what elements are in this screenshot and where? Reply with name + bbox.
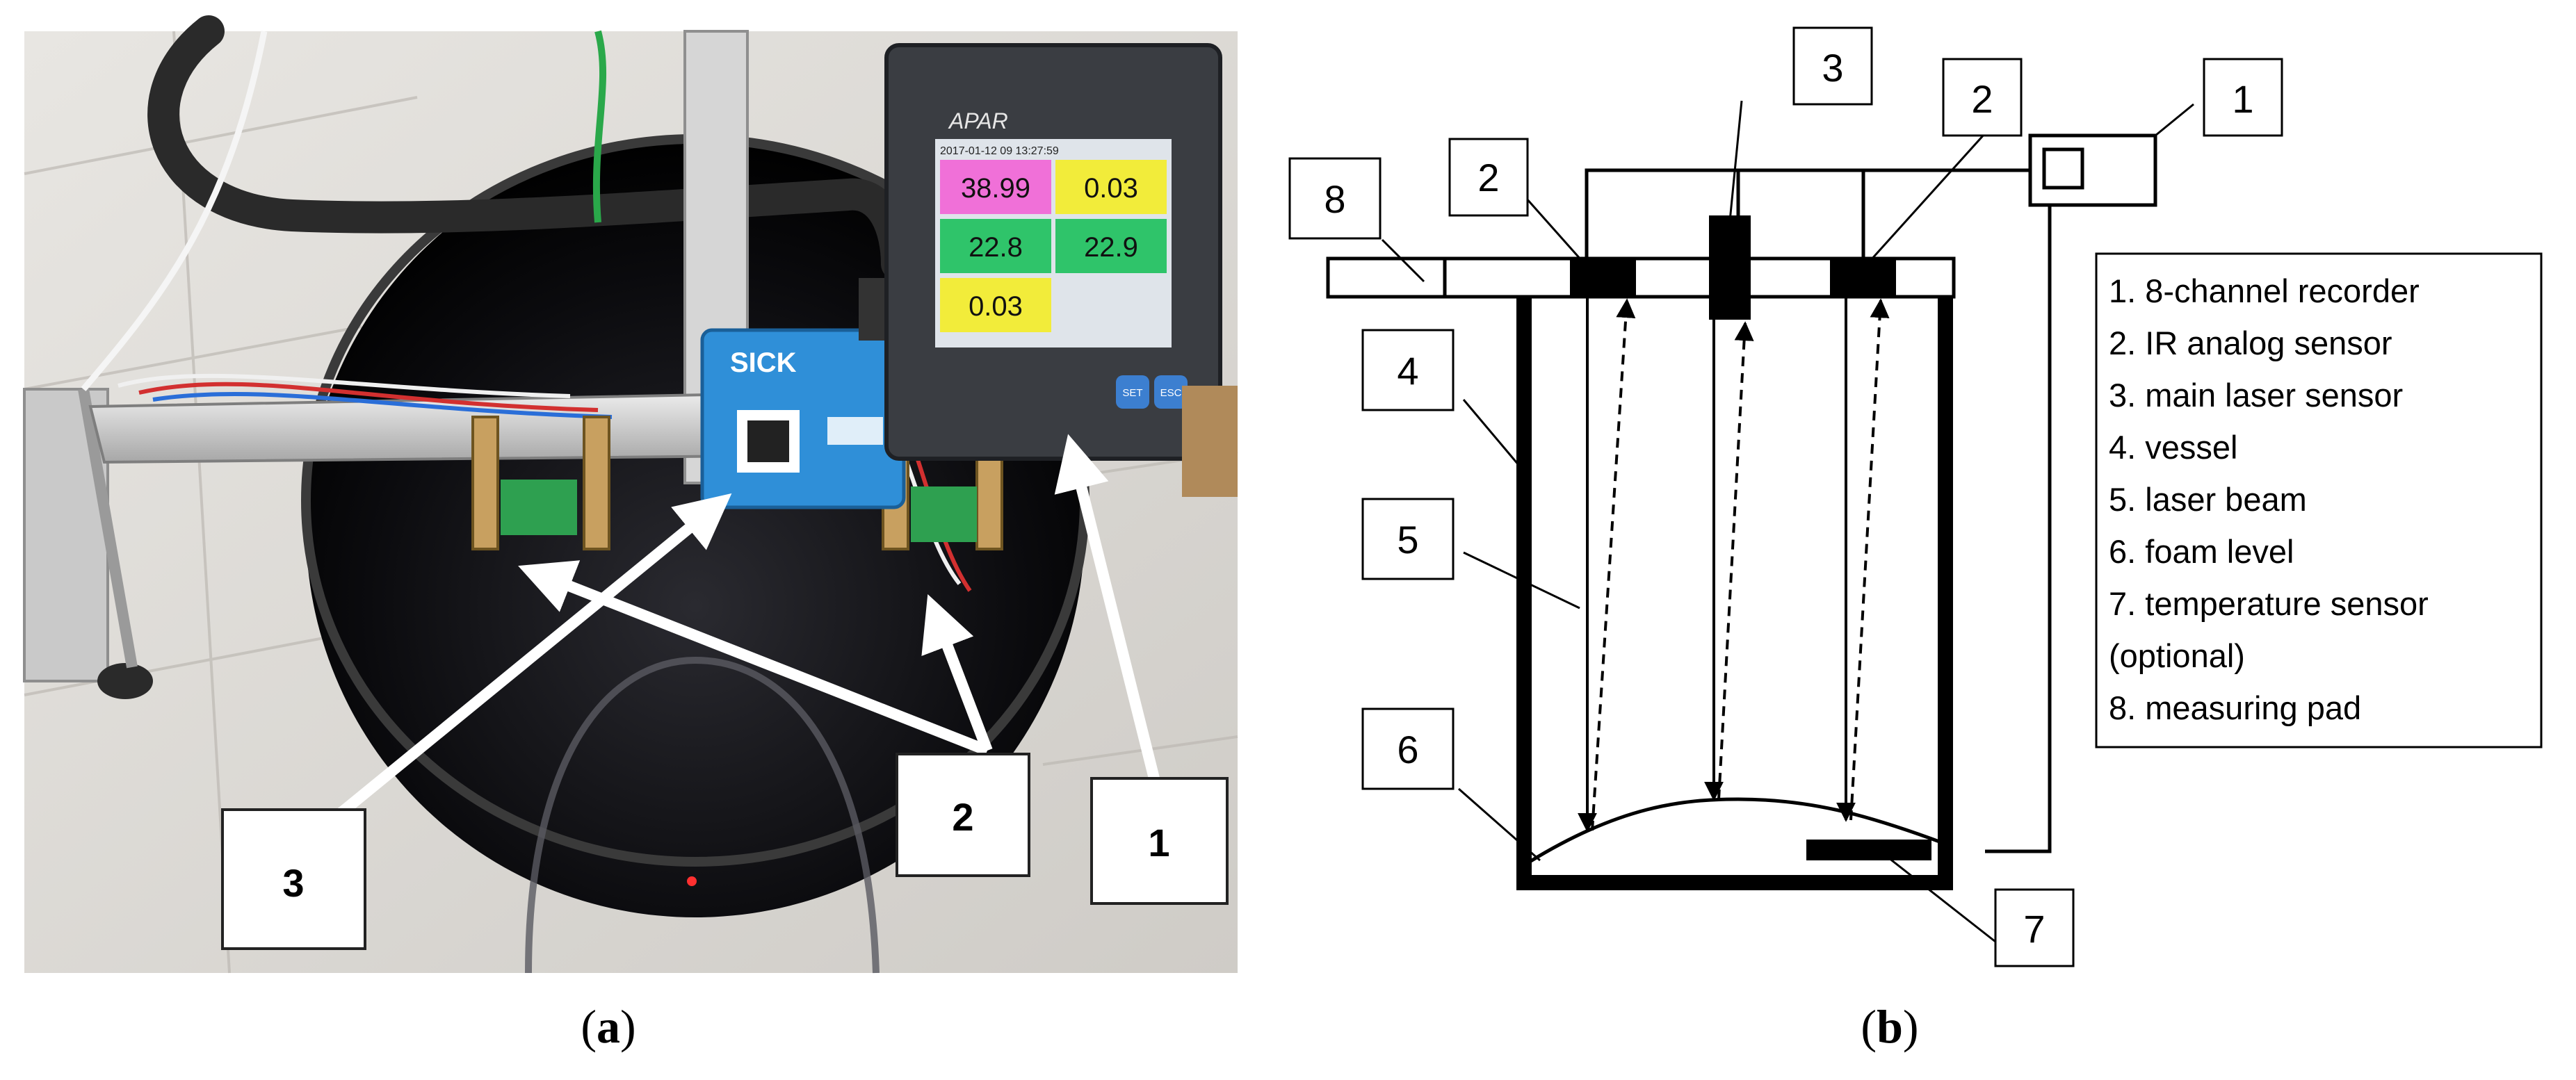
b-callout-3: 3 (1794, 28, 1872, 104)
beam-right-dashed (1851, 300, 1881, 820)
b-callout-2-right: 2 (1943, 59, 2021, 136)
recorder-brand: APAR (948, 108, 1008, 133)
recorder-reading-value: 22.8 (969, 232, 1023, 263)
laser-sensor-brand: SICK (730, 347, 797, 378)
b-callout-label-2-left: 2 (1477, 156, 1499, 199)
tape-strip (1182, 386, 1238, 497)
legend-item: 7. temperature sensor (2109, 585, 2429, 622)
legend-item: 2. IR analog sensor (2109, 325, 2392, 361)
panel-a-caption: (a) (581, 1000, 635, 1053)
main-laser-sensor-symbol (1709, 215, 1751, 320)
b-callout-label-8: 8 (1324, 177, 1345, 221)
callout-label-2: 2 (952, 795, 973, 839)
callout-box-2: 2 (897, 754, 1029, 876)
laser-dot (687, 876, 697, 886)
recorder-key-label: SET (1122, 387, 1142, 399)
recorder-reading-value: 0.03 (1084, 173, 1138, 204)
legend-item: 4. vessel (2109, 429, 2237, 466)
b-callout-label-4: 4 (1397, 349, 1418, 393)
legend-item: 5. laser beam (2109, 481, 2307, 518)
ir-sensor-left-symbol (1570, 259, 1636, 297)
panel-a-photo: SICK APAR 2017-01-12 09 13:27:59 38.99 0.… (24, 31, 1238, 973)
b-callout-label-5: 5 (1397, 518, 1418, 562)
b-callout-8: 8 (1290, 158, 1380, 238)
b-callout-label-7: 7 (2023, 907, 2045, 951)
recorder-screen-symbol (2044, 149, 2082, 188)
b-callout-7: 7 (1995, 890, 2073, 966)
b-callout-label-1: 1 (2232, 77, 2253, 121)
temperature-sensor-symbol (1806, 840, 1931, 860)
b-callout-5: 5 (1363, 499, 1453, 579)
recorder-key-label: ESC (1160, 387, 1182, 399)
recorder-reading-value: 0.03 (969, 291, 1023, 322)
recorder-datetime: 2017-01-12 09 13:27:59 (940, 145, 1059, 157)
legend-box: 1. 8-channel recorder 2. IR analog sensor… (2096, 254, 2541, 747)
legend-item: 1. 8-channel recorder (2109, 272, 2420, 309)
recorder-reading-value: 22.9 (1084, 232, 1138, 263)
recorder-reading-value: 38.99 (961, 173, 1030, 204)
beam-center-dashed (1719, 323, 1745, 799)
callout-label-1: 1 (1148, 821, 1169, 865)
panel-b-schematic (1328, 101, 2194, 942)
legend-item: 3. main laser sensor (2109, 377, 2403, 414)
b-callout-1: 1 (2204, 59, 2282, 136)
b-callout-label-3: 3 (1822, 46, 1843, 90)
legend-item: (optional) (2109, 637, 2245, 674)
beam-left-dashed (1592, 300, 1627, 831)
ir-sensor-right-symbol (1830, 259, 1896, 297)
b-callout-label-2-right: 2 (1971, 77, 1993, 121)
b-callout-6: 6 (1363, 709, 1453, 789)
callout-label-3: 3 (282, 861, 304, 905)
callout-box-1: 1 (1092, 778, 1227, 903)
callout-box-3: 3 (222, 810, 365, 949)
b-callout-4: 4 (1363, 330, 1453, 410)
recorder-device: APAR 2017-01-12 09 13:27:59 38.99 0.03 22.… (886, 45, 1220, 459)
b-callout-label-6: 6 (1397, 728, 1418, 771)
b-callout-2-left: 2 (1450, 139, 1528, 215)
leader-lines (1382, 101, 2194, 942)
panel-b-caption: (b) (1861, 1000, 1918, 1053)
legend-item: 6. foam level (2109, 533, 2294, 570)
laser-beams (1587, 297, 1881, 831)
legend-item: 8. measuring pad (2109, 689, 2361, 726)
